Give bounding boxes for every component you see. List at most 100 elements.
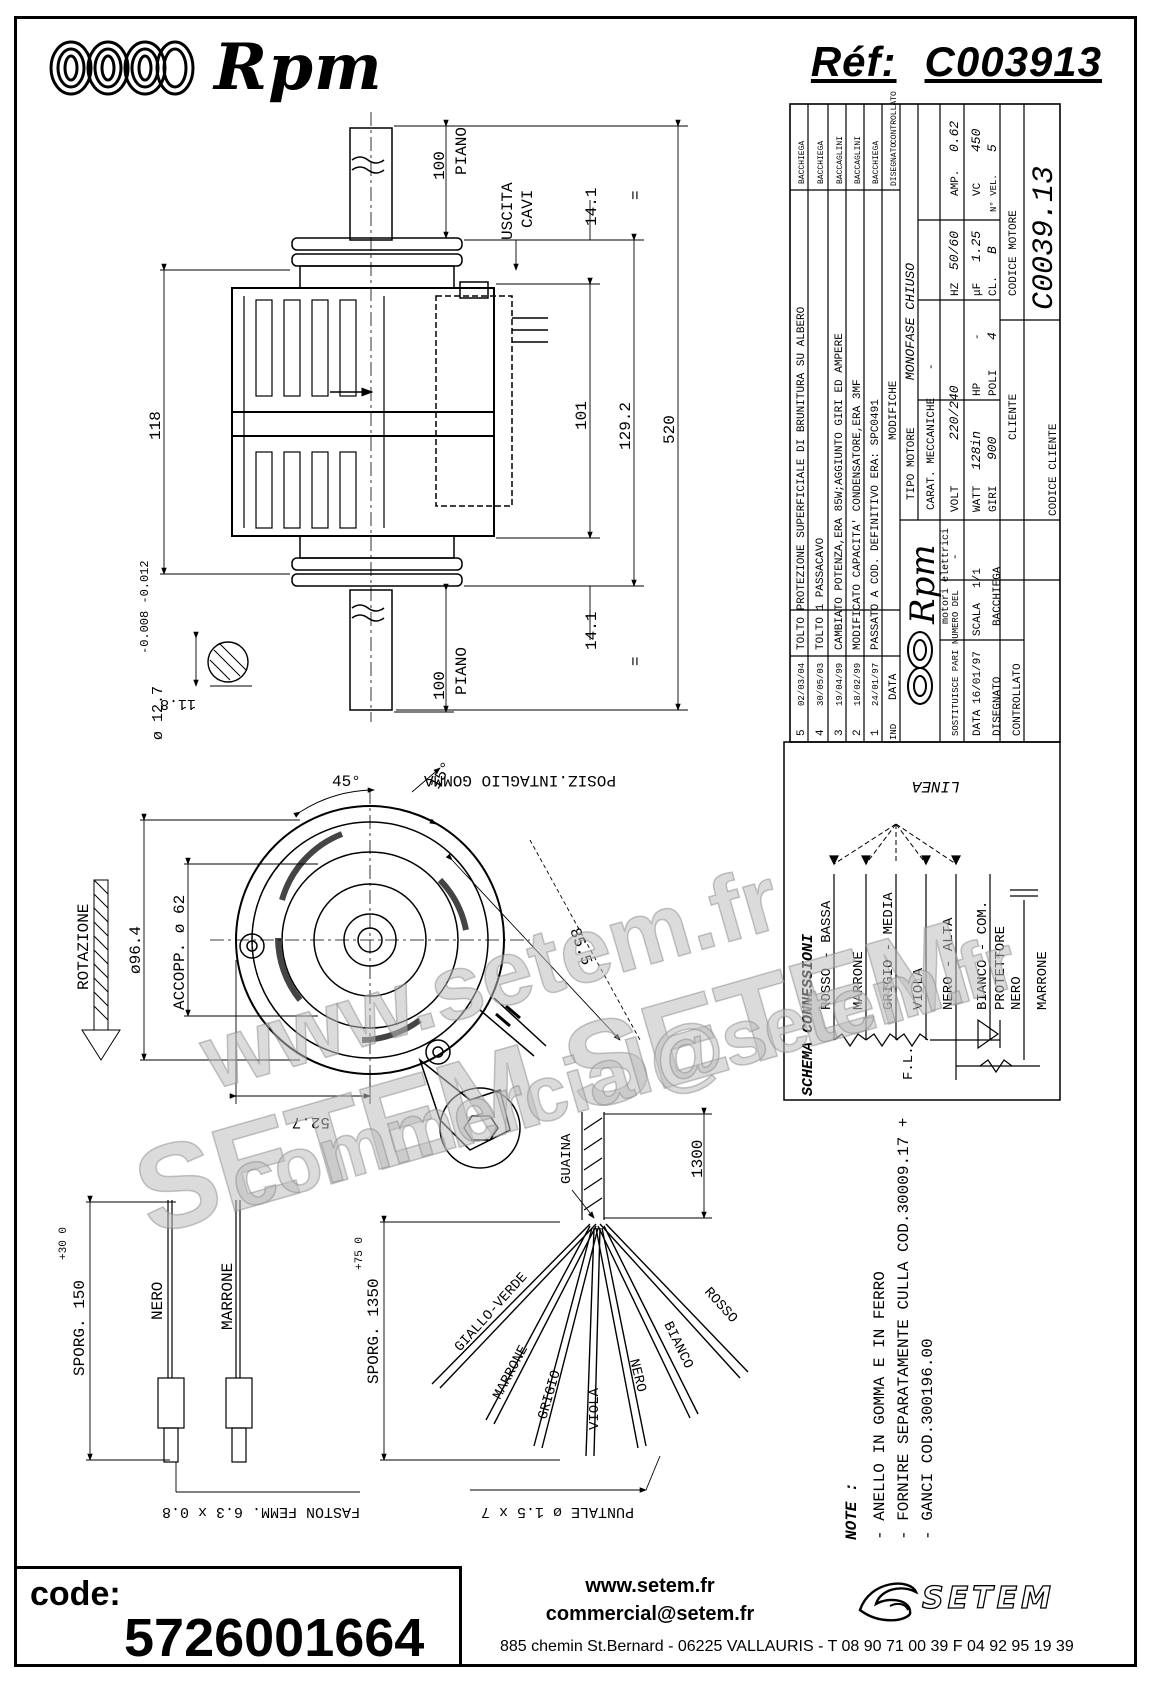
uf-label: μF — [972, 283, 984, 296]
rev-3-n: 3 — [834, 729, 846, 736]
uscita-label: USCITA — [499, 182, 517, 240]
carat-label: CARAT. MECCANICHE — [926, 397, 938, 510]
title-block-brand — [907, 631, 933, 705]
rev-header-modifiche: MODIFICHE — [888, 380, 900, 440]
shaft-tolerance: -0.008 -0.012 — [138, 560, 152, 654]
tipo-motore-value: MONOFASE CHIUSO — [903, 263, 918, 380]
hp-value: - — [972, 333, 984, 340]
schema-wire-grigio: GRIGIO - MEDIA — [881, 892, 897, 1010]
sporg-150-tol: +30 0 — [58, 1227, 70, 1260]
schema-marrone: MARRONE — [1035, 951, 1051, 1010]
sporg-1350-tol: +75 0 — [354, 1237, 366, 1270]
piano-top-label: PIANO — [453, 127, 471, 175]
dim-14-bottom: 14.1 — [583, 612, 601, 650]
rotation-arrow-icon — [81, 879, 121, 1061]
title-block — [789, 103, 1061, 743]
flat-dimension: 11.8 — [160, 695, 196, 712]
wire-harness — [431, 1107, 749, 1493]
cavi-label: CAVI — [519, 190, 537, 228]
lead-marrone: MARRONE — [219, 1263, 237, 1330]
amp-label: AMP. — [950, 170, 962, 196]
rev-3-by: BACCAGLINI — [836, 136, 845, 184]
schema-fl: F.L. — [901, 1046, 917, 1080]
rev-3-text: CAMBIATO POTENZA,ERA 85W;AGGIUNTO GIRI E… — [834, 333, 846, 650]
reference-code: Réf:C003913 — [811, 38, 1102, 86]
shaft-section — [193, 631, 252, 687]
footer-contacts: www.setem.fr commercial@setem.fr — [500, 1572, 800, 1628]
guaina-label: GUAINA — [559, 1133, 575, 1184]
vc-label: VC — [972, 182, 984, 196]
brand-name: Rpm — [214, 30, 383, 105]
rotazione-label: ROTAZIONE — [75, 904, 93, 990]
volt-value: 220/240 — [947, 385, 962, 440]
schema-wire-viola: VIOLA — [911, 967, 927, 1010]
setem-logo-icon: SETEM — [858, 1580, 1055, 1622]
watt-value: 128in — [969, 431, 984, 470]
ref-value: C003913 — [924, 38, 1102, 85]
rev-1-text: PASSATO A COD. DEFINITIVO ERA: SPC0491 — [870, 399, 882, 650]
front-view-labels: 45° 15° POSIZ.INTAGLIO GOMMA ROTAZIONE ø… — [75, 759, 616, 1131]
dim-96: ø96.4 — [127, 926, 145, 974]
piano-bottom-label: PIANO — [453, 647, 471, 695]
code-label: code: — [30, 1575, 121, 1613]
note-1: - ANELLO IN GOMMA E IN FERRO — [871, 1271, 889, 1540]
rev-5-by: BACCHIEGA — [798, 141, 807, 184]
rev-4-text: TOLTO 1 PASSACAVO — [815, 537, 827, 650]
wire-giallo-verde: GIALLO-VERDE — [452, 1270, 531, 1356]
rev-1-n: 1 — [870, 729, 882, 736]
short-leads — [86, 1195, 560, 1493]
rev-5-n: 5 — [796, 729, 808, 736]
schema-wire-nero: NERO - ALTA — [941, 917, 957, 1010]
rev-3-date: 19/04/99 — [835, 663, 845, 706]
accopp-label: ACCOPP. ø 62 — [171, 895, 189, 1010]
brand-logo: Rpm — [46, 30, 383, 105]
wire-bianco: BIANCO — [660, 1319, 696, 1371]
scala-label: SCALA — [972, 603, 984, 636]
sporg-1350: SPORG. 1350 — [365, 1278, 383, 1384]
rev-4-date: 30/05/03 — [816, 663, 826, 706]
codice-cliente-label: CODICE CLIENTE — [1048, 423, 1060, 516]
tb-brand: Rpm — [903, 544, 943, 625]
side-view-labels: 100 PIANO USCITA CAVI 14.1 14.1 = = 118 … — [147, 127, 679, 700]
wire-marrone: MARRONE — [490, 1343, 532, 1402]
vc-value: 450 — [969, 128, 984, 152]
side-view-dimensions — [160, 119, 688, 713]
footer-website[interactable]: www.setem.fr — [585, 1575, 715, 1597]
connection-schema-labels: SCHEMA CONNESSIONI LINEA F.L. ROSSO - BA… — [800, 777, 1051, 1096]
dim-129: 129.2 — [617, 402, 635, 450]
carat-value: - — [926, 363, 938, 370]
sporg-150: SPORG. 150 — [71, 1280, 89, 1376]
schema-wire-bianco: BIANCO - COM. — [975, 901, 991, 1010]
disegnato-value: BACCHIEGA — [992, 566, 1004, 626]
wire-harness-labels: GUAINA 1300 GIALLO-VERDE MARRONE GRIGIO … — [452, 1133, 740, 1520]
dim-100-bottom: 100 — [431, 671, 449, 700]
angle-45: 45° — [332, 773, 361, 791]
rev-2-by: BACCAGLINI — [854, 136, 863, 184]
title-block-text: 5 02/03/04 TOLTO PROTEZIONE SUPERFICIALE… — [796, 91, 1062, 740]
wire-viola: VIOLA — [587, 1387, 603, 1430]
footer-address: 885 chemin St.Bernard - 06225 VALLAURIS … — [500, 1638, 1074, 1655]
dim-118: 118 — [147, 411, 165, 440]
footer-email[interactable]: commercial@setem.fr — [545, 1603, 755, 1625]
rev-1-by: BACCHIEGA — [872, 141, 881, 184]
sostituisce-value: - — [950, 553, 962, 560]
dim-1300: 1300 — [689, 1140, 707, 1178]
code-value: 5726001664 — [124, 1608, 425, 1668]
setem-logo-text: SETEM — [922, 1581, 1055, 1616]
rev-4-by: BACCHIEGA — [817, 141, 826, 184]
equal-bottom: = — [627, 656, 645, 666]
watt-label: WATT — [972, 485, 984, 512]
cl-value: B — [985, 246, 1000, 254]
codice-motore-label: CODICE MOTORE — [1008, 210, 1020, 296]
giri-value: 900 — [985, 436, 1000, 460]
rev-4-n: 4 — [815, 729, 827, 736]
front-view-dimensions — [140, 813, 641, 1104]
equal-top: = — [627, 190, 645, 200]
rev-5-text: TOLTO PROTEZIONE SUPERFICIALE DI BRUNITU… — [796, 306, 808, 650]
faston-label: FASTON FEMM. 6.3 x 0.8 — [162, 1503, 360, 1520]
short-leads-labels: NERO MARRONE SPORG. 150 +30 0 SPORG. 135… — [58, 1227, 383, 1520]
sostituisce-label: SOSTITUISCE PARI NUMERO DEL — [951, 590, 961, 736]
posiz-intaglio-label: POSIZ.INTAGLIO GOMMA — [424, 771, 616, 789]
uf-value: 1.25 — [969, 231, 984, 262]
schema-linea: LINEA — [912, 777, 960, 795]
